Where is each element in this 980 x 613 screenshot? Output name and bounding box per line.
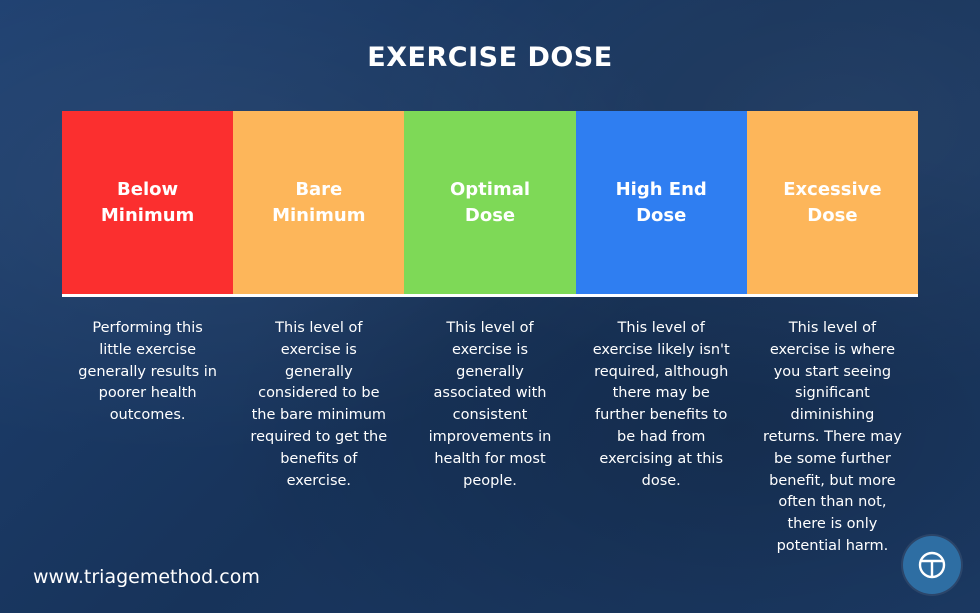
description-high-end-dose: This level of exercise likely isn't requ… <box>592 320 730 489</box>
block-optimal-dose: Optimal Dose <box>404 111 576 294</box>
block-bare-minimum: Bare Minimum <box>233 111 405 294</box>
dose-level-blocks: Below Minimum Bare Minimum Optimal Dose … <box>62 111 919 294</box>
dose-descriptions: Performing this little exercise generall… <box>62 318 918 558</box>
description-excessive-dose: This level of exercise is where you star… <box>762 320 902 554</box>
block-below-minimum: Below Minimum <box>62 111 234 294</box>
description-bare-minimum: This level of exercise is generally cons… <box>250 320 388 489</box>
block-label-below-minimum: Below Minimum <box>100 178 195 226</box>
block-label-high-end-dose: High End Dose <box>615 178 707 226</box>
description-optimal-dose: This level of exercise is generally asso… <box>428 320 552 489</box>
description-below-minimum: Performing this little exercise generall… <box>78 320 217 424</box>
block-label-bare-minimum: Bare Minimum <box>272 178 366 226</box>
triage-method-logo-icon <box>903 536 961 594</box>
block-label-optimal-dose: Optimal Dose <box>449 178 531 226</box>
website-url: www.triagemethod.com <box>33 566 260 588</box>
block-label-excessive-dose: Excessive Dose <box>783 178 882 226</box>
block-excessive-dose: Excessive Dose <box>746 111 919 294</box>
logo-glyph-icon <box>918 551 946 579</box>
block-high-end-dose: High End Dose <box>575 111 747 294</box>
divider-line <box>62 294 918 297</box>
page-title: EXERCISE DOSE <box>367 42 613 73</box>
